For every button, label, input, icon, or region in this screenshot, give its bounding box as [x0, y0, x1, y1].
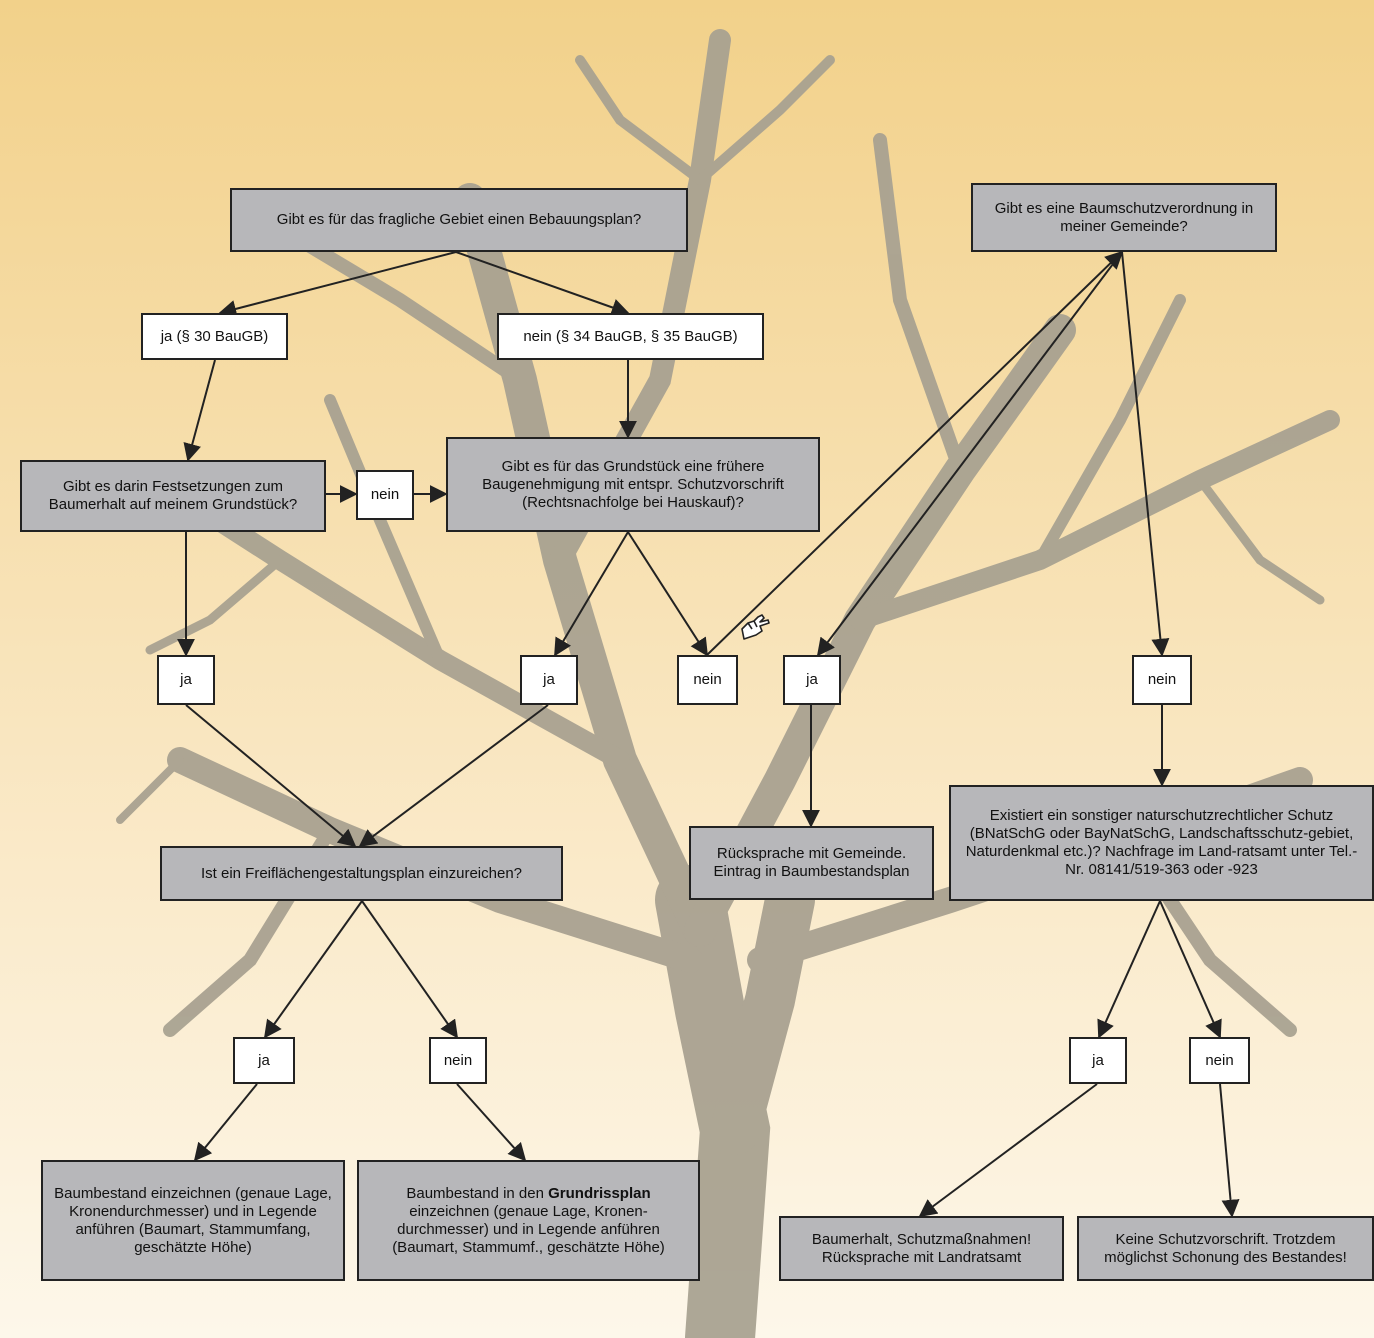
result-baumerhalt: Baumerhalt, Schutzmaßnahmen! Rücksprache…: [779, 1216, 1064, 1281]
answer-nein-baugenehmigung: nein: [677, 655, 738, 705]
grundriss-text-bold: Grundrissplan: [548, 1184, 651, 1202]
question-freiflaechengestaltungsplan: Ist ein Freiflächengestaltungsplan einzu…: [160, 846, 563, 901]
answer-nein-baumschutz: nein: [1132, 655, 1192, 705]
grundriss-text-pre: Baumbestand in den: [406, 1184, 544, 1202]
answer-ja-baugenehmigung: ja: [520, 655, 578, 705]
answer-nein-sonstiger-schutz: nein: [1189, 1037, 1250, 1084]
grundriss-text: Baumbestand in den Grundrissplan einzeic…: [365, 1185, 692, 1257]
answer-nein-freiflaechen: nein: [429, 1037, 487, 1084]
pointing-hand-icon: [741, 614, 770, 640]
question-bebauungsplan: Gibt es für das fragliche Gebiet einen B…: [230, 188, 688, 252]
question-festsetzungen: Gibt es darin Festsetzungen zum Baumerha…: [20, 460, 326, 532]
question-baugenehmigung: Gibt es für das Grundstück eine frühere …: [446, 437, 820, 532]
question-baumschutzverordnung: Gibt es eine Baumschutzverordnung in mei…: [971, 183, 1277, 252]
answer-ja-baumschutz: ja: [783, 655, 841, 705]
grundriss-text-post: einzeichnen (genaue Lage, Kronen-durchme…: [392, 1202, 665, 1256]
answer-ja-festsetzungen: ja: [157, 655, 215, 705]
answer-nein-34-35-baugb: nein (§ 34 BauGB, § 35 BauGB): [497, 313, 764, 360]
question-sonstiger-schutz: Existiert ein sonstiger naturschutzrecht…: [949, 785, 1374, 901]
result-baumbestand-grundrissplan: Baumbestand in den Grundrissplan einzeic…: [357, 1160, 700, 1281]
result-ruecksprache-gemeinde: Rücksprache mit Gemeinde. Eintrag in Bau…: [689, 826, 934, 900]
answer-ja-30-baugb: ja (§ 30 BauGB): [141, 313, 288, 360]
answer-ja-sonstiger-schutz: ja: [1069, 1037, 1127, 1084]
answer-nein-festsetzungen: nein: [356, 470, 414, 520]
result-keine-schutzvorschrift: Keine Schutzvorschrift. Trotzdem möglich…: [1077, 1216, 1374, 1281]
result-baumbestand-einzeichnen: Baumbestand einzeichnen (genaue Lage, Kr…: [41, 1160, 345, 1281]
answer-ja-freiflaechen: ja: [233, 1037, 295, 1084]
